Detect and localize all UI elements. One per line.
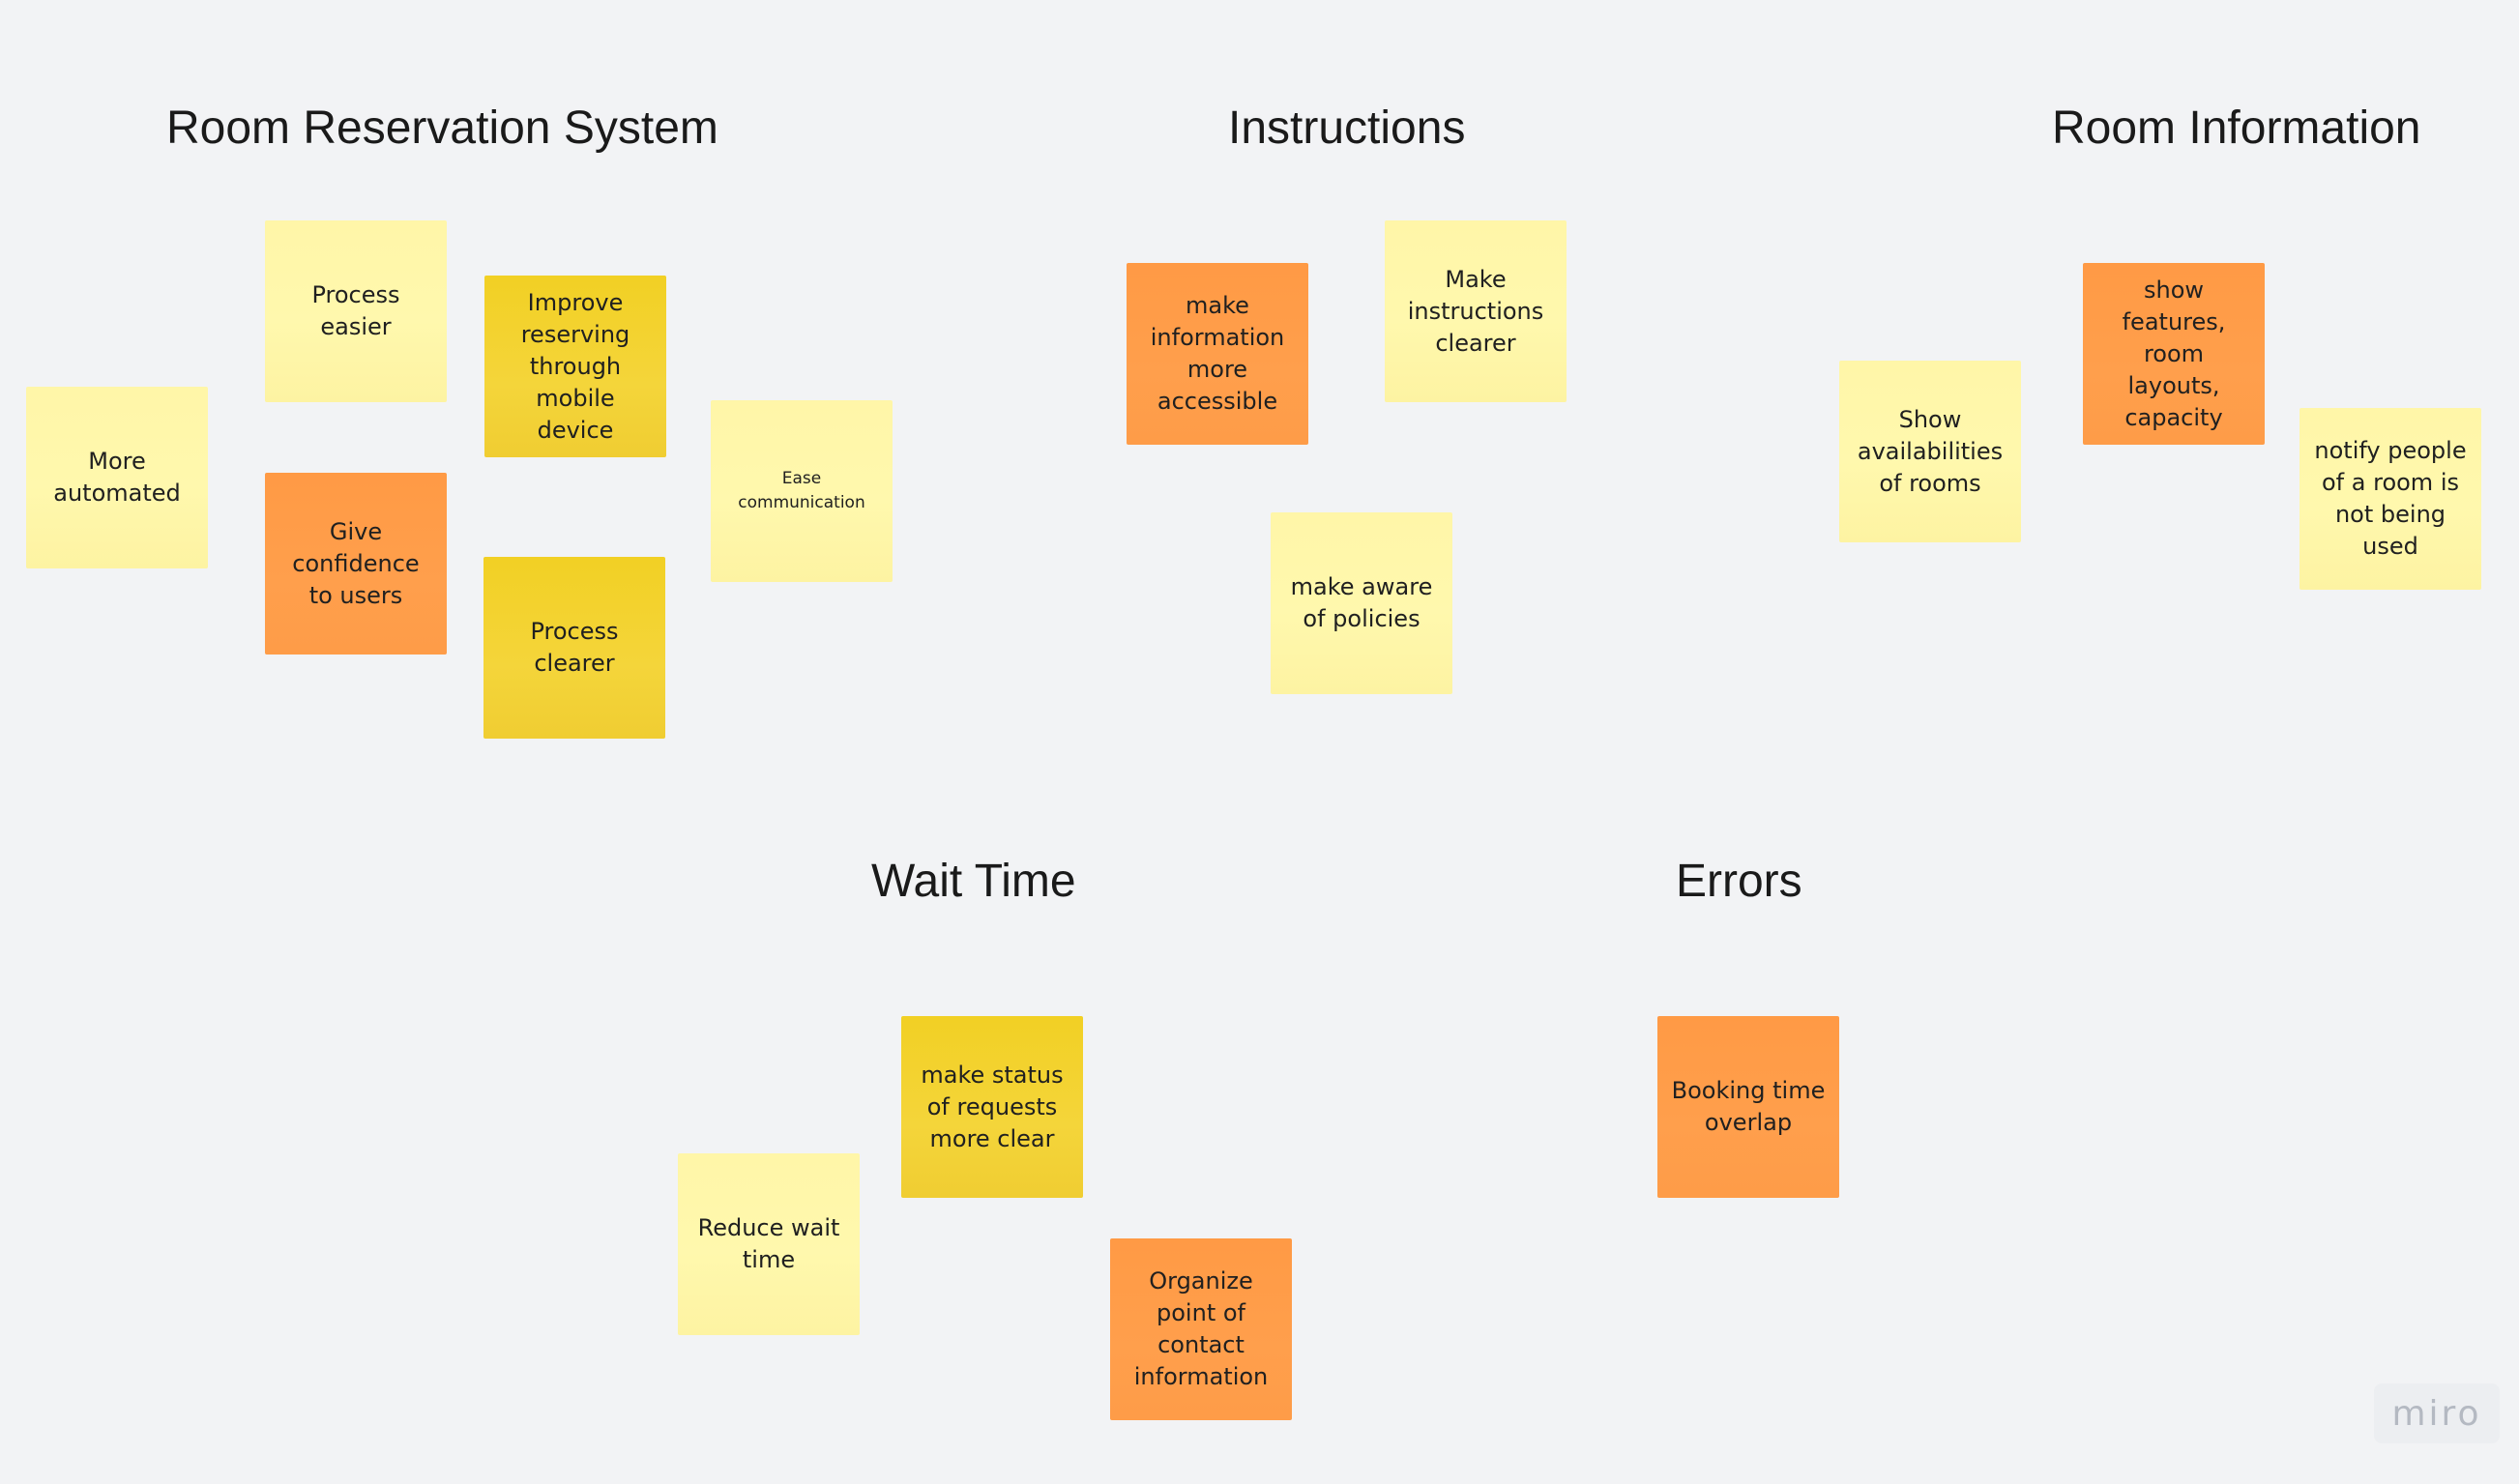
sticky-note-process-clearer[interactable]: Process clearer — [483, 557, 665, 739]
sticky-note-text: Improve reserving through mobile device — [520, 288, 630, 444]
sticky-note-text: Show availabilities of rooms — [1857, 405, 2004, 497]
sticky-note-instructions-clearer[interactable]: Make instructions clearer — [1385, 220, 1567, 402]
sticky-note-aware-policies[interactable]: make aware of policies — [1271, 512, 1452, 694]
section-title-room-information[interactable]: Room Information — [2052, 102, 2421, 154]
sticky-note-ease-communication[interactable]: Ease communication — [711, 400, 893, 582]
sticky-note-status-requests[interactable]: make status of requests more clear — [901, 1016, 1083, 1198]
sticky-note-text: Booking time overlap — [1671, 1077, 1826, 1136]
sticky-note-text: make status of requests more clear — [921, 1061, 1064, 1152]
sticky-note-booking-overlap[interactable]: Booking time overlap — [1657, 1016, 1839, 1198]
sticky-note-give-confidence[interactable]: Give confidence to users — [265, 473, 447, 655]
sticky-note-show-availabilities[interactable]: Show availabilities of rooms — [1839, 361, 2021, 542]
sticky-note-text: make information more accessible — [1150, 292, 1285, 415]
sticky-note-text: make aware of policies — [1290, 573, 1433, 632]
sticky-note-info-accessible[interactable]: make information more accessible — [1127, 263, 1308, 445]
sticky-note-notify-people[interactable]: notify people of a room is not being use… — [2299, 408, 2481, 590]
sticky-note-text: Give confidence to users — [292, 517, 420, 609]
sticky-note-organize-contact[interactable]: Organize point of contact information — [1110, 1238, 1292, 1420]
miro-logo: miro — [2374, 1383, 2500, 1443]
sticky-note-text: Ease communication — [738, 469, 865, 512]
sticky-note-process-easier[interactable]: Process easier — [265, 220, 447, 402]
sticky-note-text: Organize point of contact information — [1133, 1267, 1269, 1390]
sticky-note-reduce-wait[interactable]: Reduce wait time — [678, 1153, 860, 1335]
sticky-note-text: Make instructions clearer — [1407, 265, 1544, 357]
sticky-note-more-automated[interactable]: More automated — [26, 387, 208, 568]
miro-logo-text: miro — [2391, 1393, 2482, 1434]
sticky-note-show-features[interactable]: show features, room layouts, capacity — [2083, 263, 2265, 445]
sticky-note-text: Process easier — [311, 281, 400, 340]
section-title-errors[interactable]: Errors — [1676, 856, 1802, 907]
section-title-room-reservation-system[interactable]: Room Reservation System — [166, 102, 718, 154]
section-title-instructions[interactable]: Instructions — [1228, 102, 1466, 154]
sticky-note-improve-mobile[interactable]: Improve reserving through mobile device — [484, 276, 666, 457]
sticky-note-text: Process clearer — [530, 618, 619, 677]
section-title-wait-time[interactable]: Wait Time — [871, 856, 1076, 907]
sticky-note-text: show features, room layouts, capacity — [2122, 276, 2226, 431]
sticky-note-text: notify people of a room is not being use… — [2314, 437, 2467, 560]
sticky-note-text: More automated — [53, 448, 181, 507]
sticky-note-text: Reduce wait time — [697, 1214, 840, 1273]
